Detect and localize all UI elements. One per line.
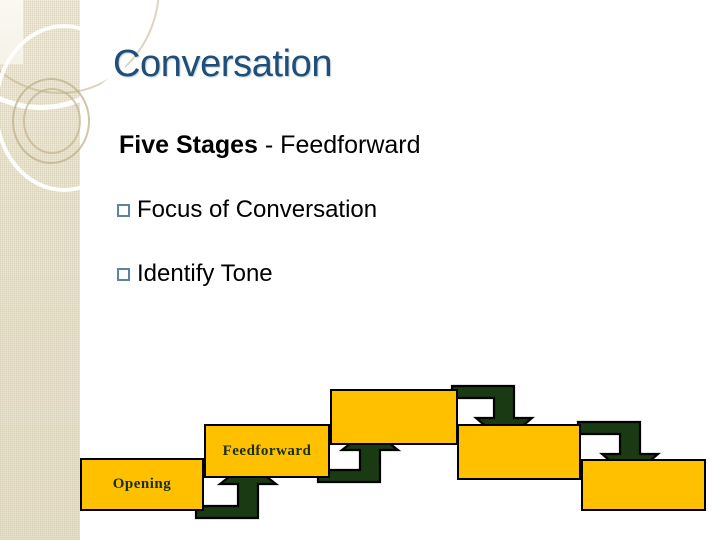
section-heading-rest: - Feedforward (257, 131, 421, 159)
section-heading: Five Stages - Feedforward (119, 131, 421, 160)
step-box-feedforward[interactable]: Feedforward (204, 424, 330, 478)
bullet-item-focus: Focus of Conversation (117, 196, 377, 224)
section-heading-bold: Five Stages (119, 131, 258, 159)
step-label-opening: Opening (112, 476, 172, 492)
sidebar-arc-white-sweep (0, 24, 134, 192)
step-box-3[interactable] (330, 389, 458, 445)
step-box-5[interactable] (581, 459, 706, 511)
slide-title: Conversation (113, 43, 333, 85)
step-box-opening[interactable]: Opening (80, 458, 204, 511)
bullet-label-focus: Focus of Conversation (137, 196, 378, 223)
step-box-4[interactable] (457, 424, 581, 480)
bullet-label-tone: Identify Tone (137, 260, 273, 287)
hollow-square-bullet-icon (117, 267, 130, 281)
bullet-item-tone: Identify Tone (117, 260, 273, 288)
hollow-square-bullet-icon (117, 203, 130, 217)
step-label-feedforward: Feedforward (222, 442, 312, 459)
